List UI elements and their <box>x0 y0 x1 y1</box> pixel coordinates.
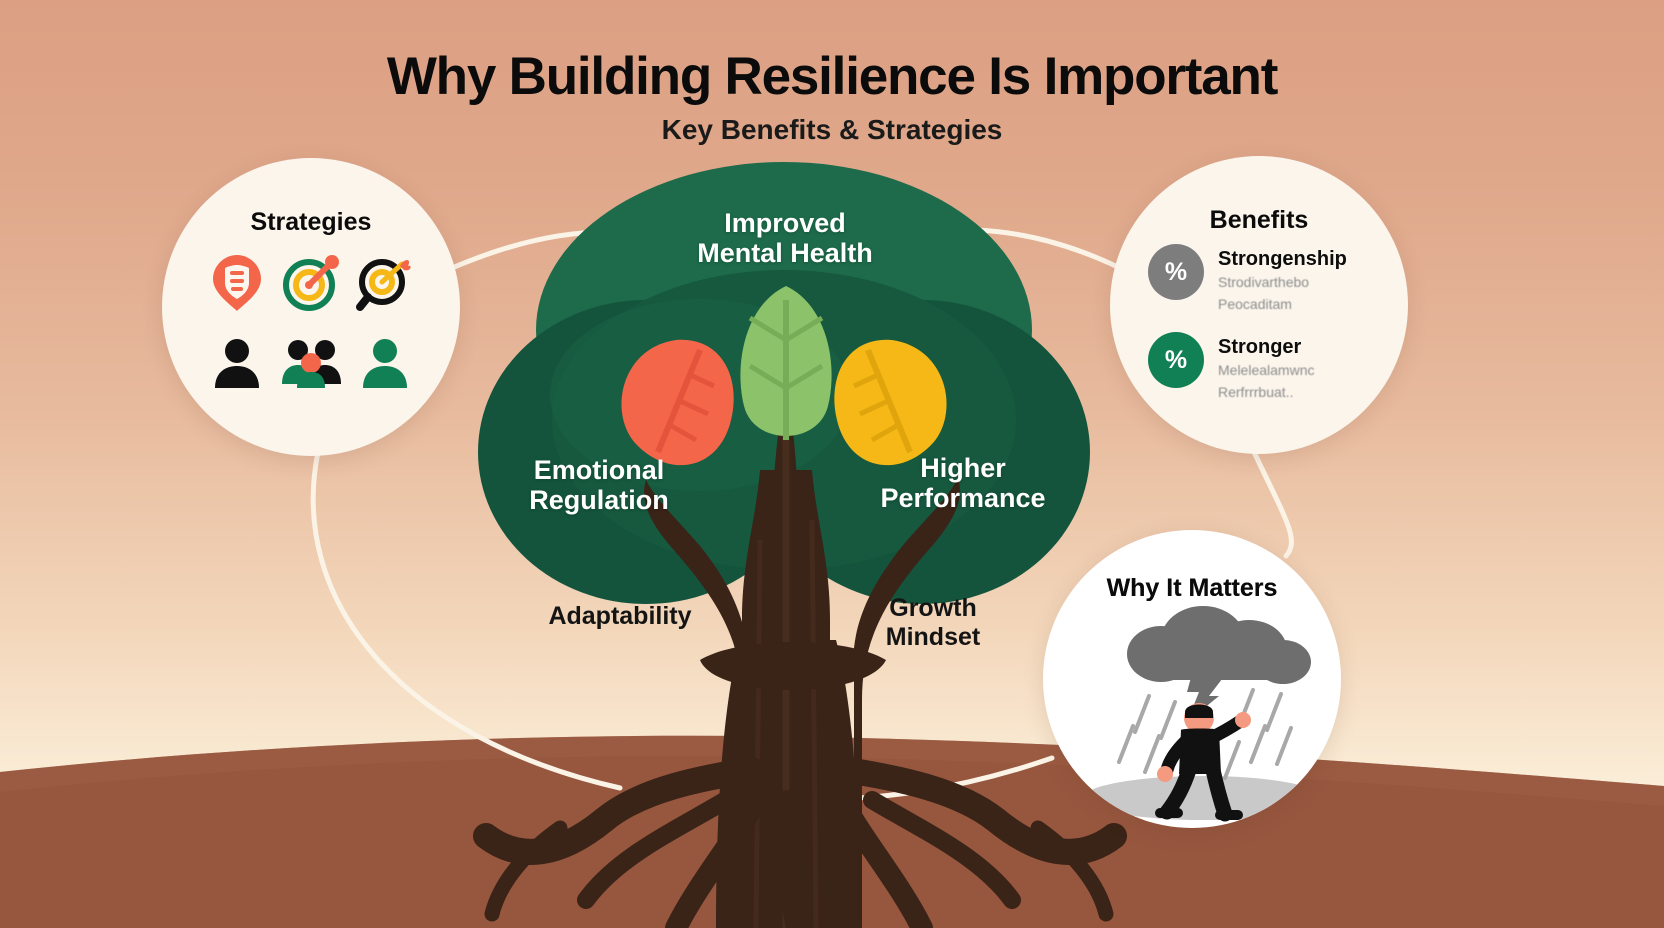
strategies-icon-grid <box>200 252 422 394</box>
leaf-yellow <box>834 339 947 466</box>
benefit-item[interactable]: % Stronger Melelealamwnc Rerfrrrbuat.. <box>1148 332 1398 402</box>
ground-label-line1: Adaptability <box>548 602 692 630</box>
trunk-texture-3 <box>753 539 763 928</box>
benefit-text: Strongenship Strodivarthebo Peocaditam <box>1218 244 1347 314</box>
leaf-green <box>740 286 832 440</box>
strategies-bubble[interactable]: Strategies <box>162 158 460 456</box>
ground-label-growth-mindset: Growth Mindset <box>818 594 1048 652</box>
root-crown <box>700 642 886 690</box>
walking-person-icon <box>1155 703 1251 822</box>
page-subtitle: Key Benefits & Strategies <box>661 114 1003 145</box>
branch-left <box>644 480 748 928</box>
benefits-title: Benefits <box>1209 206 1309 234</box>
search-target-dart-icon[interactable] <box>354 252 416 314</box>
target-dart-icon[interactable] <box>280 252 342 314</box>
canopy-label-line2: Performance <box>880 483 1046 514</box>
person-green-icon[interactable] <box>354 332 416 394</box>
ground-label-adaptability: Adaptability <box>495 602 745 631</box>
benefit-text: Stronger Melelealamwnc Rerfrrrbuat.. <box>1218 332 1314 402</box>
benefit-heading: Strongenship <box>1218 248 1347 270</box>
canopy-label-higher-performance: Higher Performance <box>838 453 1088 513</box>
benefits-bubble[interactable]: Benefits % Strongenship Strodivarthebo P… <box>1110 156 1408 454</box>
benefits-list: % Strongenship Strodivarthebo Peocaditam… <box>1148 244 1398 420</box>
benefit-sub-line1: Melelealamwnc <box>1218 362 1315 379</box>
canopy-label-line1: Emotional <box>533 455 665 485</box>
percent-badge-icon: % <box>1148 244 1204 300</box>
strategies-title: Strategies <box>250 208 372 236</box>
page-title: Why Building Resilience Is Important <box>386 47 1279 106</box>
ground-label-line1: Growth <box>889 594 977 622</box>
storm-illustration <box>1083 606 1323 822</box>
root-system <box>473 757 1127 928</box>
canopy-label-line2: Mental Health <box>697 238 873 269</box>
person-icon[interactable] <box>206 332 268 394</box>
benefit-sub-line1: Strodivarthebo <box>1218 274 1310 290</box>
why-it-matters-bubble[interactable]: Why It Matters <box>1043 530 1341 828</box>
canopy-label-line1: Improved <box>724 208 846 238</box>
trunk-texture-2 <box>809 519 819 928</box>
branch-right <box>854 478 960 928</box>
canopy-label-improved-mental-health: Improved Mental Health <box>660 208 910 268</box>
benefit-sub-line2: Rerfrrrbuat.. <box>1218 383 1294 400</box>
percent-badge-icon: % <box>1148 332 1204 389</box>
leaf-red <box>621 339 734 466</box>
canopy-label-line2: Regulation <box>529 485 669 516</box>
why-it-matters-title: Why It Matters <box>1106 574 1278 602</box>
storm-cloud-icon <box>1127 606 1311 722</box>
benefit-item[interactable]: % Strongenship Strodivarthebo Peocaditam <box>1148 244 1398 314</box>
benefit-sub-line2: Peocaditam <box>1218 295 1292 312</box>
canopy-label-line1: Higher <box>920 453 1006 483</box>
shield-pin-icon[interactable] <box>206 252 268 314</box>
ground-label-line2: Mindset <box>885 622 981 651</box>
benefit-heading: Stronger <box>1218 336 1302 359</box>
why-it-matters-title-overlay: Why It Matters <box>1106 574 1278 602</box>
canopy-label-emotional-regulation: Emotional Regulation <box>474 455 724 515</box>
people-group-icon[interactable] <box>280 332 342 394</box>
